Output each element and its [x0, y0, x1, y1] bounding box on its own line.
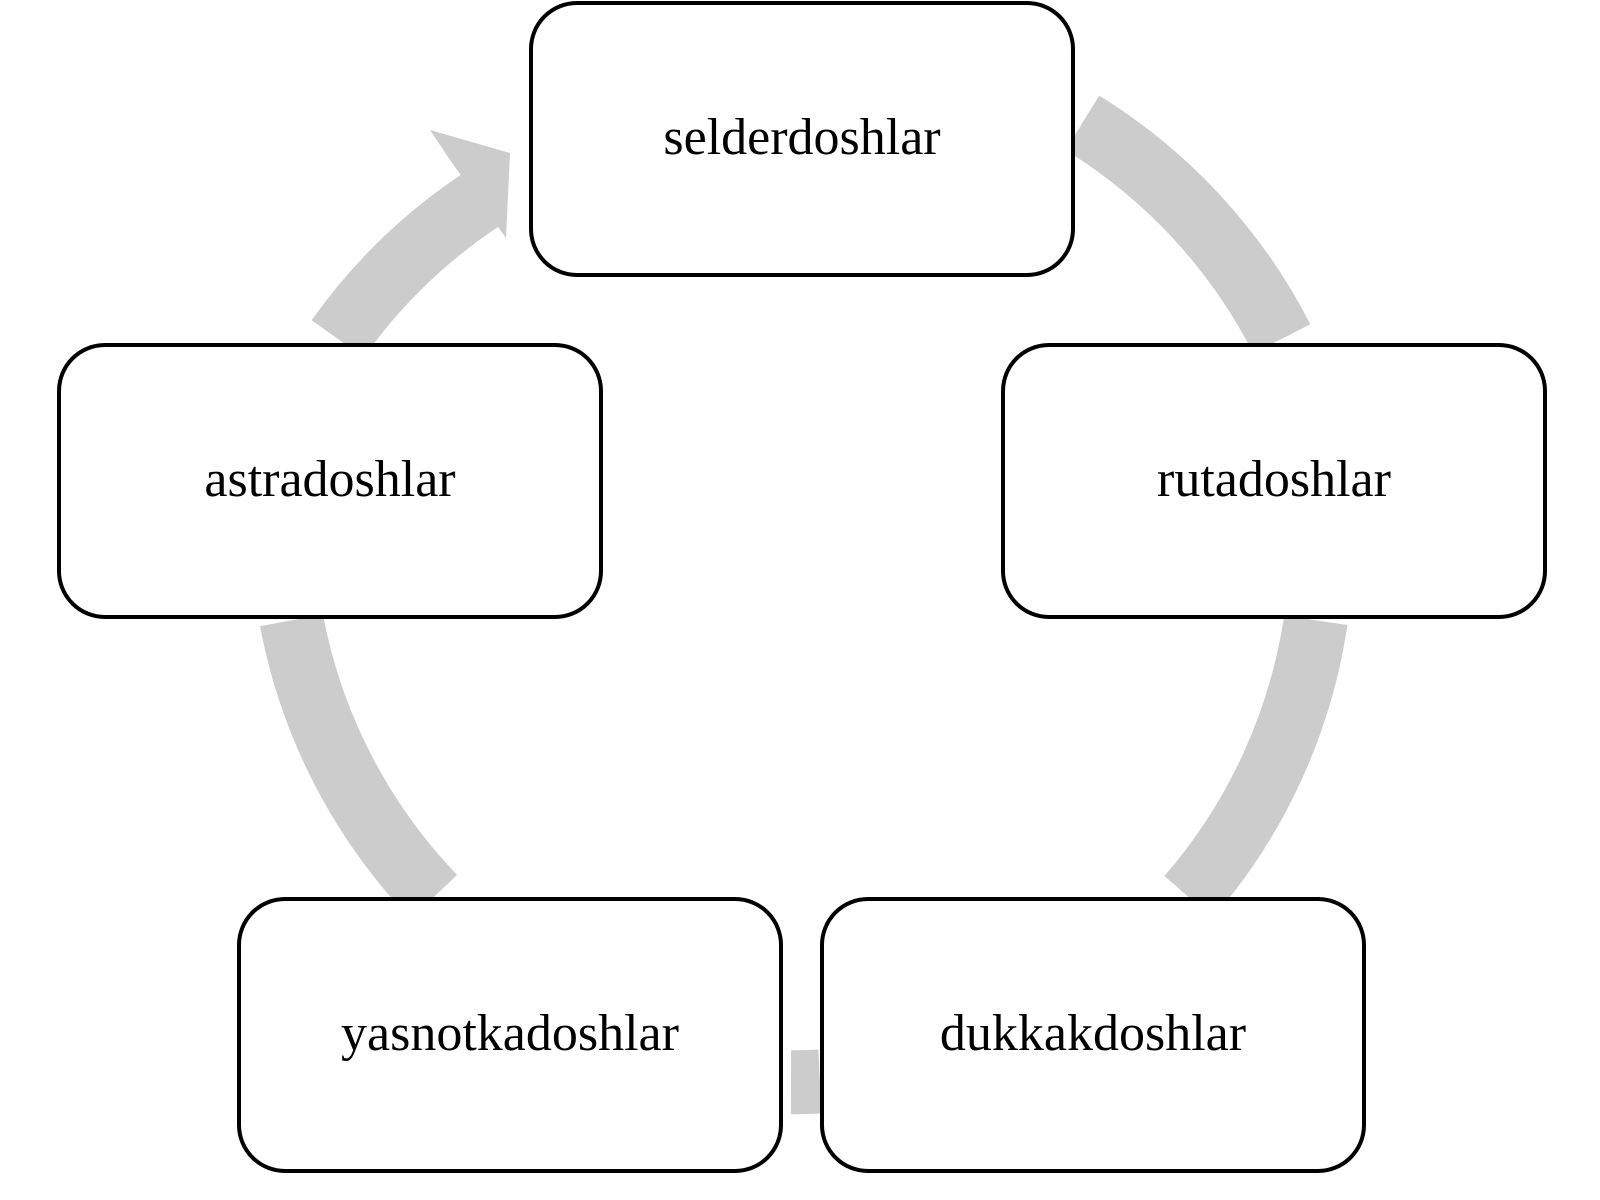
ring-arc-selderdoshlar-to-rutadoshlar	[1065, 95, 1311, 354]
cycle-node-yasnotkadoshlar: yasnotkadoshlar	[237, 897, 783, 1173]
cycle-arrowhead	[430, 130, 510, 238]
cycle-arrow-ring	[260, 95, 1348, 1115]
cycle-node-dukkakdoshlar: dukkakdoshlar	[820, 897, 1366, 1173]
ring-arc-rutadoshlar-to-dukkakdoshlar	[1164, 615, 1348, 918]
node-label: selderdoshlar	[663, 109, 941, 166]
node-label: rutadoshlar	[1157, 451, 1391, 508]
cycle-node-astradoshlar: astradoshlar	[57, 343, 603, 619]
cycle-node-rutadoshlar: rutadoshlar	[1001, 343, 1547, 619]
cycle-node-selderdoshlar: selderdoshlar	[529, 1, 1075, 277]
node-label: yasnotkadoshlar	[341, 1005, 679, 1062]
node-label: dukkakdoshlar	[939, 1005, 1247, 1062]
node-label: astradoshlar	[204, 451, 456, 508]
ring-arc-yasnotkadoshlar-to-astradoshlar	[260, 614, 458, 920]
ring-arc-astradoshlar-to-selderdoshlar	[311, 170, 503, 358]
ring-arc-dukkakdoshlar-to-yasnotkadoshlar	[790, 1049, 822, 1115]
